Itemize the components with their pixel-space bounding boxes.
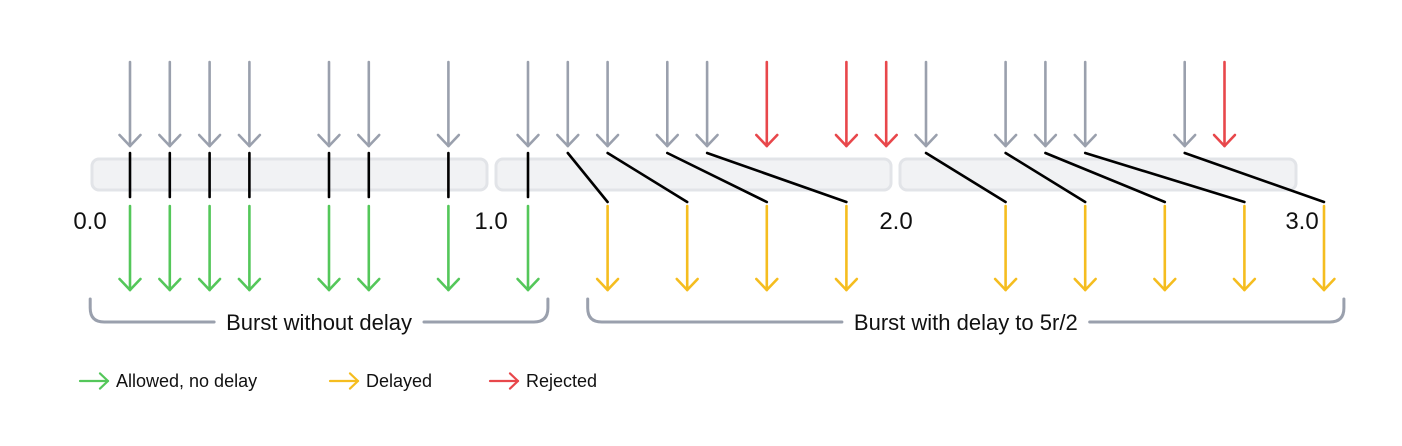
request-delayed (695, 60, 859, 292)
request-delayed (595, 60, 699, 292)
delayed-arrow (1232, 204, 1257, 292)
incoming-arrow (1172, 60, 1197, 148)
delay-connector (606, 151, 689, 204)
legend-label: Delayed (366, 371, 432, 391)
allowed-arrow (436, 204, 461, 292)
legend-item-rejected: Rejected (488, 371, 597, 391)
delay-connector (1083, 151, 1246, 204)
legend-rejected-arrow-icon (488, 372, 520, 390)
incoming-arrow (556, 60, 580, 148)
request-allowed (436, 60, 461, 292)
incoming-arrow (1033, 60, 1058, 148)
burst-brace-line (586, 297, 1346, 324)
request-delayed (993, 60, 1097, 292)
incoming-arrow (158, 60, 182, 148)
burst-brace-line (88, 297, 550, 324)
request-allowed (197, 60, 222, 292)
incoming-arrow (317, 60, 341, 148)
delayed-arrow (1073, 204, 1097, 292)
tick-labels: 0.0 1.0 2.0 3.0 (73, 208, 1318, 235)
legend-item-delayed: Delayed (328, 371, 432, 391)
request-delayed (1073, 60, 1257, 292)
incoming-arrow (357, 60, 381, 148)
delay-connector (665, 151, 769, 204)
request-allowed (516, 60, 540, 292)
request-rejected (834, 60, 859, 148)
rejected-arrow (834, 60, 859, 148)
incoming-arrow (118, 60, 142, 148)
burst-brace-label: Burst with delay to 5r/2 (854, 310, 1078, 335)
request-rejected (755, 60, 779, 148)
delayed-arrow (755, 204, 779, 292)
legend: Allowed, no delay Delayed Rejected (78, 371, 597, 391)
request-delayed (655, 60, 779, 292)
delayed-arrow (1153, 204, 1177, 292)
request-rejected (1212, 60, 1237, 148)
request-allowed (158, 60, 182, 292)
legend-allowed-arrow-icon (78, 372, 110, 390)
tick-label-2: 2.0 (879, 208, 912, 235)
burst-braces: Burst without delay Burst with delay to 5… (88, 297, 1346, 335)
delay-connector (705, 151, 848, 204)
incoming-arrow (655, 60, 680, 148)
rejected-arrow (1212, 60, 1237, 148)
delay-connector (566, 151, 609, 204)
delay-connector (1004, 151, 1087, 204)
incoming-arrow (914, 60, 938, 148)
allowed-arrow (237, 204, 262, 292)
burst-brace: Burst with delay to 5r/2 (586, 297, 1346, 335)
legend-item-allowed: Allowed, no delay (78, 371, 257, 391)
tick-label-3: 3.0 (1285, 208, 1318, 235)
window-0-1 (90, 157, 489, 192)
request-allowed (237, 60, 262, 292)
delay-connector (1183, 151, 1326, 204)
request-allowed (118, 60, 142, 292)
legend-delayed-arrow-icon (328, 372, 360, 390)
delayed-arrow (675, 204, 699, 292)
request-delayed (1033, 60, 1177, 292)
delay-connector (924, 151, 1007, 204)
incoming-arrow (436, 60, 461, 148)
legend-label: Allowed, no delay (116, 371, 257, 391)
allowed-arrow (317, 204, 341, 292)
request-rejected (874, 60, 898, 148)
request-allowed (317, 60, 341, 292)
burst-brace-label: Burst without delay (226, 310, 412, 335)
delayed-arrow (834, 204, 859, 292)
incoming-arrow (993, 60, 1018, 148)
tick-label-0: 0.0 (73, 208, 106, 235)
incoming-arrow (695, 60, 719, 148)
incoming-arrow (1073, 60, 1097, 148)
allowed-arrow (357, 204, 381, 292)
delay-connector (1044, 151, 1167, 204)
delayed-arrow (595, 204, 620, 292)
request-delayed (1172, 60, 1336, 292)
rejected-arrow (874, 60, 898, 148)
delayed-arrow (993, 204, 1018, 292)
request-allowed (357, 60, 381, 292)
incoming-arrow (197, 60, 222, 148)
legend-label: Rejected (526, 371, 597, 391)
rejected-arrow (755, 60, 779, 148)
allowed-arrow (118, 204, 142, 292)
window-1-2 (494, 157, 893, 192)
delayed-arrow (1312, 204, 1336, 292)
burst-brace: Burst without delay (88, 297, 550, 335)
allowed-arrow (158, 204, 182, 292)
request-arrows (118, 60, 1336, 292)
tick-label-1: 1.0 (474, 208, 507, 235)
incoming-arrow (237, 60, 262, 148)
request-delayed (914, 60, 1018, 292)
allowed-arrow (516, 204, 540, 292)
allowed-arrow (197, 204, 222, 292)
incoming-arrow (595, 60, 620, 148)
incoming-arrow (516, 60, 540, 148)
request-delayed (556, 60, 620, 292)
